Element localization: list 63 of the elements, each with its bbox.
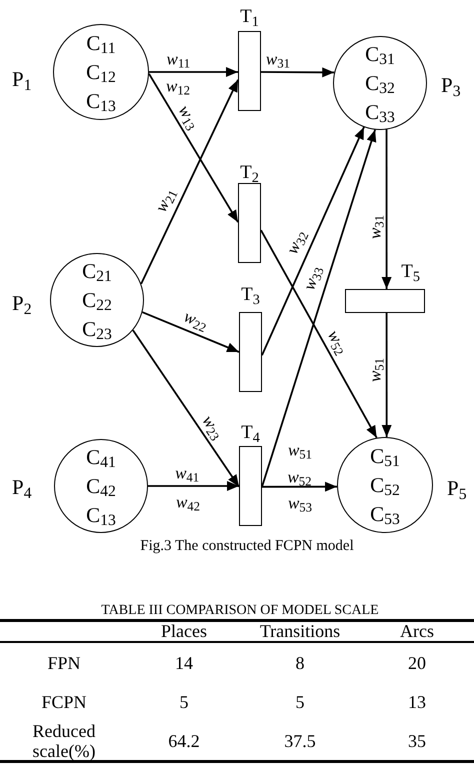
place-label: P$_{2}$ bbox=[12, 292, 32, 314]
table-value: 20 bbox=[408, 652, 426, 672]
column-header: Arcs bbox=[400, 623, 434, 640]
place-label: P$_{5}$ bbox=[447, 477, 467, 499]
table-value: 14 bbox=[175, 652, 193, 672]
table-title: TABLE III COMPARISON OF MODEL SCALE bbox=[101, 603, 379, 619]
proposition-label: C$_{22}$ bbox=[82, 286, 112, 314]
arrow bbox=[260, 230, 378, 438]
arrow bbox=[261, 126, 365, 356]
column-header: Transitions bbox=[260, 623, 340, 640]
table-value: 8 bbox=[296, 652, 304, 672]
place-label: P$_{1}$ bbox=[12, 68, 32, 90]
weight-label: w$_{52}$ bbox=[287, 468, 312, 486]
row-label: FPN bbox=[46, 652, 82, 672]
arrow bbox=[382, 313, 392, 438]
table-value: 35 bbox=[408, 731, 426, 751]
place-label: P$_{3}$ bbox=[441, 74, 461, 96]
weight-label: w$_{12}$ bbox=[166, 78, 190, 94]
weight-label: w$_{51}$ bbox=[288, 442, 312, 458]
arrow bbox=[261, 129, 376, 488]
proposition-label: C$_{21}$ bbox=[82, 258, 112, 286]
arrow bbox=[132, 330, 240, 488]
weight-label: w$_{11}$ bbox=[166, 50, 190, 68]
proposition-label: C$_{12}$ bbox=[86, 58, 116, 86]
row-label: Reduced scale(%) bbox=[32, 721, 96, 761]
proposition-label: C$_{11}$ bbox=[86, 30, 116, 58]
table-value: 37.5 bbox=[284, 731, 316, 751]
table-value: 5 bbox=[296, 692, 304, 712]
figure-caption: Fig.3 The constructed FCPN model bbox=[140, 537, 354, 555]
arrow bbox=[149, 67, 238, 77]
place-label: P$_{4}$ bbox=[12, 476, 32, 498]
weight-label: w$_{31}$ bbox=[266, 50, 290, 68]
column-header: Places bbox=[161, 623, 207, 640]
arrow bbox=[142, 311, 240, 353]
proposition-label: C$_{23}$ bbox=[82, 316, 112, 344]
proposition-label: C$_{42}$ bbox=[86, 472, 116, 500]
arrow bbox=[140, 79, 239, 284]
proposition-label: C$_{51}$ bbox=[370, 442, 400, 470]
proposition-label: C$_{13}$ bbox=[86, 502, 116, 530]
table-value: 64.2 bbox=[168, 731, 200, 751]
table-value: 13 bbox=[408, 692, 426, 712]
proposition-label: C$_{53}$ bbox=[370, 500, 400, 528]
arrow bbox=[148, 73, 239, 223]
transition-label: T$_{2}$ bbox=[240, 164, 259, 182]
arrow bbox=[262, 482, 338, 492]
weight-label: w$_{41}$ bbox=[175, 464, 200, 482]
proposition-label: C$_{41}$ bbox=[86, 444, 116, 472]
weight-label: w$_{53}$ bbox=[288, 494, 312, 512]
arrow bbox=[261, 67, 334, 78]
arrow bbox=[148, 481, 239, 491]
proposition-label: C$_{52}$ bbox=[370, 472, 400, 500]
proposition-label: C$_{33}$ bbox=[365, 98, 395, 126]
weight-label: w$_{42}$ bbox=[176, 494, 200, 510]
proposition-label: C$_{32}$ bbox=[365, 70, 395, 98]
proposition-label: C$_{31}$ bbox=[365, 40, 395, 68]
transition-label: T$_{5}$ bbox=[401, 263, 420, 281]
transition-label: T$_{4}$ bbox=[241, 424, 260, 442]
transition-label: T$_{1}$ bbox=[240, 8, 259, 26]
row-label: FCPN bbox=[40, 692, 88, 712]
transition-label: T$_{3}$ bbox=[241, 286, 260, 304]
table-value: 5 bbox=[180, 692, 188, 712]
proposition-label: C$_{13}$ bbox=[86, 88, 116, 116]
arrow bbox=[382, 130, 392, 289]
